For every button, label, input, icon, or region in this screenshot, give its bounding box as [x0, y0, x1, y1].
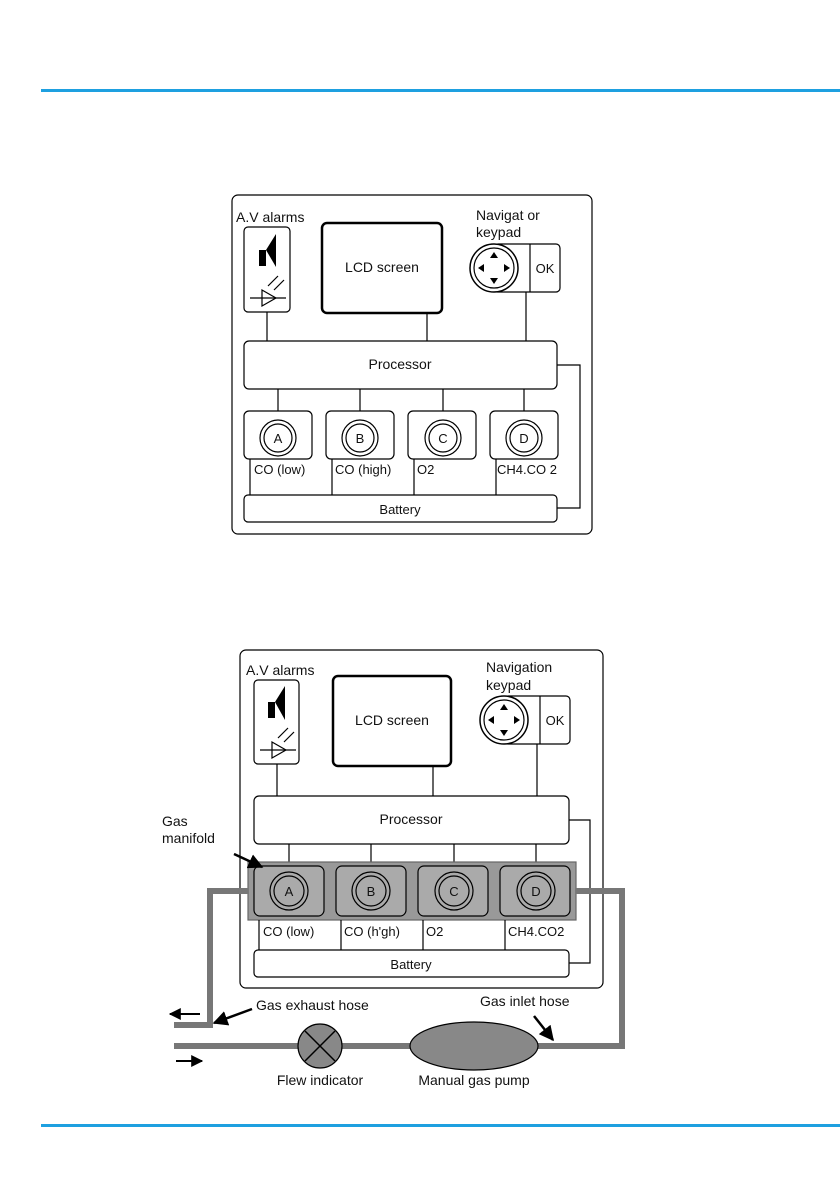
pump-label: Manual gas pump [418, 1072, 530, 1088]
manifold-label-line2: manifold [162, 830, 215, 846]
lcd-label-2: LCD screen [355, 712, 429, 728]
sensor-b-letter: B [356, 431, 365, 446]
led-icon-2 [260, 728, 296, 758]
ok-label-2: OK [546, 713, 565, 728]
sensor-b-letter-2: B [367, 884, 376, 899]
processor-label-2: Processor [379, 811, 442, 827]
sensor-b-label: CO (high) [335, 462, 391, 477]
speaker-icon [259, 234, 276, 267]
processor-label: Processor [368, 356, 431, 372]
av-alarms-label: A.V alarms [236, 209, 304, 225]
sensor-d-letter-2: D [531, 884, 540, 899]
sensor-d-label-2: CH4.CO2 [508, 924, 564, 939]
battery-label: Battery [379, 502, 421, 517]
inlet-pointer [534, 1016, 553, 1040]
sensor-a-label-2: CO (low) [263, 924, 314, 939]
sensor-d-letter: D [519, 431, 528, 446]
sensor-d-label: CH4.CO 2 [497, 462, 557, 477]
inlet-hose-label: Gas inlet hose [480, 993, 570, 1009]
manifold-label-line1: Gas [162, 813, 188, 829]
power-loop [557, 365, 580, 508]
sensor-c-label-2: O2 [426, 924, 443, 939]
nav-label-2-line2: keypad [486, 677, 531, 693]
ok-label: OK [536, 261, 555, 276]
av-alarms-box-2 [254, 680, 299, 764]
av-alarms-box [244, 227, 290, 312]
dpad-outer-2 [480, 696, 528, 744]
manual-gas-pump [410, 1022, 538, 1070]
flow-indicator-label: Flew indicator [277, 1072, 364, 1088]
sensor-a-letter-2: A [285, 884, 294, 899]
battery-label-2: Battery [390, 957, 432, 972]
exhaust-pointer [214, 1009, 252, 1023]
exhaust-hose [174, 891, 248, 1025]
sensor-c-letter: C [438, 431, 447, 446]
nav-label-line1: Navigat or [476, 207, 540, 223]
sensor-a-label: CO (low) [254, 462, 305, 477]
exhaust-hose-label: Gas exhaust hose [256, 997, 369, 1013]
lcd-label: LCD screen [345, 259, 419, 275]
flow-indicator [298, 1024, 342, 1068]
av-alarms-label-2: A.V alarms [246, 662, 314, 678]
nav-label-2-line1: Navigation [486, 659, 552, 675]
sensor-c-letter-2: C [449, 884, 458, 899]
sensor-c-label: O2 [417, 462, 434, 477]
dpad-outer [470, 244, 518, 292]
nav-label-line2: keypad [476, 224, 521, 240]
sensor-rings-1 [260, 420, 542, 456]
sensor-b-label-2: CO (h'gh) [344, 924, 400, 939]
sensor-a-letter: A [274, 431, 283, 446]
led-icon [250, 276, 286, 306]
speaker-icon-2 [268, 686, 285, 720]
